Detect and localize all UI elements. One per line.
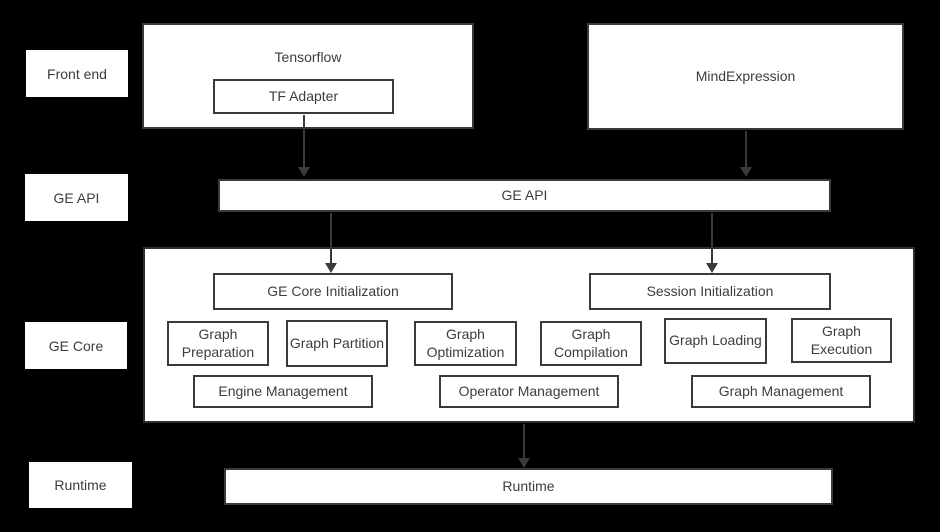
graph-partition-label: Graph Partition (289, 334, 385, 351)
mindexpression-box: MindExpression (587, 23, 904, 130)
graph-preparation-box: Graph Preparation (167, 321, 269, 366)
session-init-box: Session Initialization (589, 273, 831, 310)
arrow-head-icon (325, 263, 337, 273)
graph-compilation-box: Graph Compilation (540, 321, 642, 366)
engine-management-label: Engine Management (218, 382, 348, 399)
graph-preparation-label: Graph Preparation (181, 326, 255, 360)
arrow-head-icon (518, 458, 530, 468)
graph-compilation-label: Graph Compilation (554, 326, 628, 360)
arrow-shaft (303, 115, 305, 169)
graph-optimization-box: Graph Optimization (414, 321, 517, 366)
arrow-head-icon (740, 167, 752, 177)
graph-optimization-label: Graph Optimization (426, 326, 505, 360)
arrow-geapi-to-gecoreinit (325, 213, 337, 273)
tf-adapter-label: TF Adapter (268, 87, 339, 104)
ge-core-box: GE Core Initialization Session Initializ… (143, 247, 915, 423)
rail-front-end: Front end (26, 50, 128, 97)
tf-adapter-box: TF Adapter (213, 79, 394, 114)
arrow-shaft (745, 131, 747, 169)
arrow-gecore-to-runtime (518, 424, 530, 468)
ge-api-bar-label: GE API (501, 186, 548, 203)
arrow-geapi-to-sessioninit (706, 213, 718, 273)
ge-api-bar: GE API (218, 179, 831, 212)
graph-loading-box: Graph Loading (664, 318, 767, 364)
arrow-mindexpression-to-geapi (740, 131, 752, 177)
graph-loading-label: Graph Loading (669, 332, 762, 349)
rail-runtime-label: Runtime (54, 477, 107, 493)
operator-management-label: Operator Management (458, 382, 600, 399)
arrow-head-icon (706, 263, 718, 273)
arrow-shaft (330, 213, 332, 265)
rail-ge-api-label: GE API (53, 189, 100, 206)
graph-partition-box: Graph Partition (286, 320, 388, 367)
ge-core-init-label: GE Core Initialization (267, 282, 399, 299)
arrow-shaft (711, 213, 713, 265)
arrow-head-icon (298, 167, 310, 177)
rail-front-end-label: Front end (47, 65, 107, 82)
arrow-tfadapter-to-geapi (298, 115, 310, 177)
arrow-shaft (523, 424, 525, 460)
graph-management-label: Graph Management (718, 382, 844, 399)
tensorflow-title: Tensorflow (274, 49, 342, 65)
graph-execution-box: Graph Execution (791, 318, 892, 363)
ge-core-init-box: GE Core Initialization (213, 273, 453, 310)
operator-management-box: Operator Management (439, 375, 619, 408)
runtime-bar: Runtime (224, 468, 833, 505)
engine-management-box: Engine Management (193, 375, 373, 408)
runtime-bar-label: Runtime (502, 477, 555, 494)
mindexpression-label: MindExpression (695, 67, 796, 84)
rail-runtime: Runtime (29, 462, 132, 508)
rail-ge-api: GE API (25, 174, 128, 221)
graph-execution-label: Graph Execution (810, 323, 873, 357)
tensorflow-box: Tensorflow TF Adapter (142, 23, 474, 129)
session-init-label: Session Initialization (646, 282, 774, 299)
graph-management-box: Graph Management (691, 375, 871, 408)
rail-ge-core-label: GE Core (48, 337, 104, 354)
rail-ge-core: GE Core (25, 322, 127, 369)
